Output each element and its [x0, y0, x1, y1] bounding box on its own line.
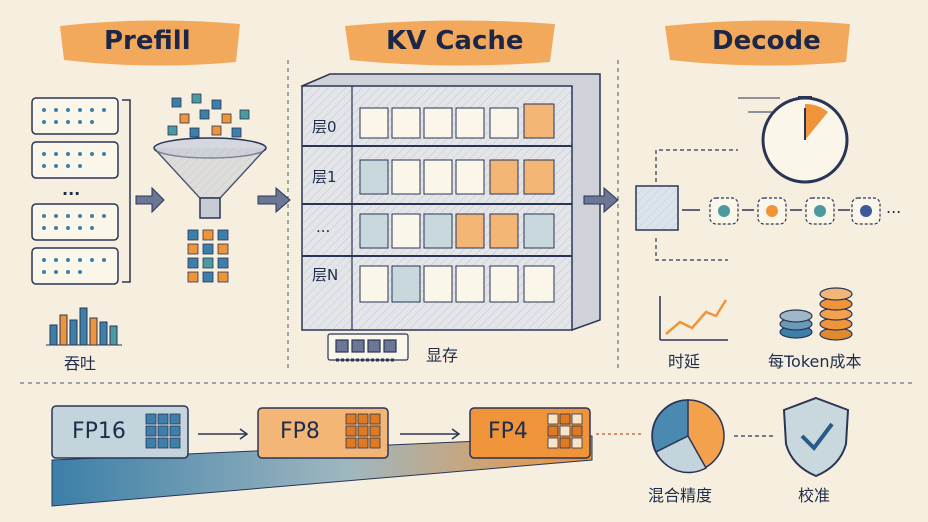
output-token-grid	[187, 229, 229, 283]
memory-label: 显存	[426, 346, 459, 365]
latency-trend-icon	[659, 296, 728, 341]
decode-token-chain	[635, 149, 881, 261]
stopwatch-icon	[738, 96, 849, 184]
cost-per-token-label: 每Token成本	[768, 352, 862, 371]
precision-fp4-label: FP4	[488, 419, 528, 444]
calibration-shield-icon	[782, 396, 850, 478]
input-token-cubes	[167, 93, 250, 138]
kv-layer-0: 层0	[312, 118, 337, 136]
latency-label: 时延	[668, 352, 701, 371]
arrow-into-funnel	[135, 186, 165, 214]
request-stack	[31, 97, 119, 285]
decode-chain-ellipsis: ...	[886, 198, 902, 217]
arrow-to-kvcache	[257, 186, 291, 214]
precision-arrows	[198, 428, 461, 440]
throughput-label: 吞吐	[64, 354, 97, 373]
precision-fp8-label: FP8	[280, 419, 320, 444]
kv-layer-n: 层N	[312, 266, 339, 284]
cost-coins-icon	[779, 287, 853, 341]
funnel	[153, 137, 267, 219]
title-brushes	[60, 20, 850, 66]
gpu-card-icon	[327, 333, 409, 362]
arrow-to-decode	[583, 186, 619, 214]
section-title-prefill: Prefill	[104, 26, 191, 56]
precision-grids	[145, 413, 583, 449]
kv-layer-1: 层1	[312, 168, 337, 186]
throughput-bar-icon	[46, 307, 122, 346]
mixed-precision-pie-icon	[651, 399, 725, 474]
mixed-precision-label: 混合精度	[648, 486, 713, 505]
calibration-label: 校准	[798, 486, 831, 505]
precision-fp16-label: FP16	[72, 419, 126, 444]
batch-bracket	[122, 99, 131, 283]
kv-layer-ellipsis: ...	[316, 218, 331, 236]
section-title-kvcache: KV Cache	[386, 26, 524, 56]
section-title-decode: Decode	[712, 26, 821, 56]
precision-wedge	[51, 435, 593, 507]
request-dots	[42, 108, 106, 274]
batch-ellipsis: ...	[62, 180, 81, 199]
kv-cache-blocks	[359, 103, 555, 303]
